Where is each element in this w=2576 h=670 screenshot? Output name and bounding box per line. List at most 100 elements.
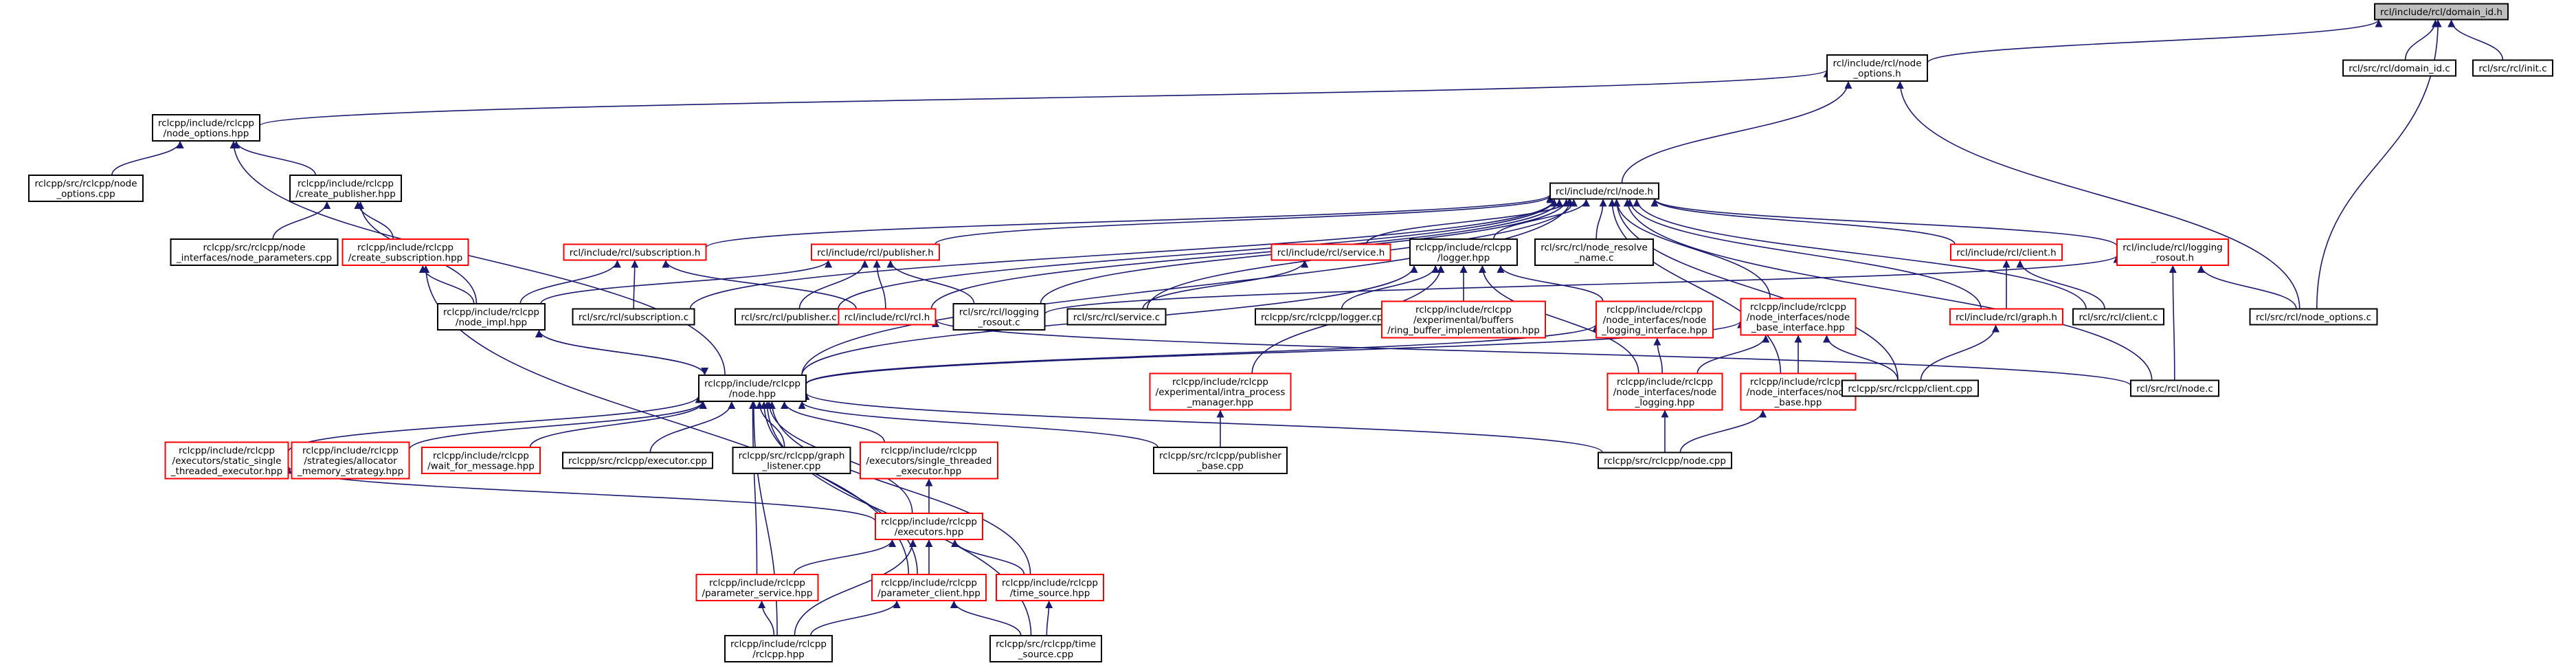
node-create-subscription-hpp[interactable]: rclcpp/include/rclcpp/create_subscriptio…	[341, 238, 469, 266]
node-label-line: rcl/include/rcl/client.h	[1956, 247, 2056, 258]
node-logger-cpp[interactable]: rclcpp/src/rclcpp/logger.cpp	[1255, 308, 1395, 326]
node-box	[1534, 238, 1654, 266]
node-box	[572, 308, 695, 326]
file-nodes: rcl/include/rcl/domain_id.h rcl/include/r…	[28, 3, 2553, 662]
node-node-options-h[interactable]: rcl/include/rcl/node_options.h	[1826, 54, 1928, 82]
node-box	[170, 238, 339, 266]
node-node-options-cpp[interactable]: rclcpp/src/rclcpp/node_options.cpp	[28, 175, 144, 202]
edge-node-base-interface-hpp-to-node-h	[1613, 199, 1771, 299]
node-service-h[interactable]: rcl/include/rcl/service.h	[1270, 243, 1391, 261]
edge-node-cpp-to-node-hpp	[802, 392, 1603, 453]
node-label-line: rclcpp/src/rclcpp/node.cpp	[1604, 456, 1726, 467]
edge-node-hpp-to-node-h	[801, 199, 1574, 376]
node-publisher-base-cpp[interactable]: rclcpp/src/rclcpp/publisher_base.cpp	[1153, 447, 1288, 474]
node-executors-hpp[interactable]: rclcpp/include/rclcpp/executors.hpp	[875, 513, 983, 540]
node-rcl-h[interactable]: rcl/include/rcl/rcl.h	[838, 308, 937, 326]
node-static-single-threaded-executor-hpp[interactable]: rclcpp/include/rclcpp/executors/static_s…	[164, 441, 289, 480]
node-label-line: rclcpp/include/rclcpp	[1172, 377, 1268, 388]
node-box	[1270, 243, 1391, 261]
edge-client-cpp-to-graph-h	[1920, 324, 2000, 381]
node-node-resolve-name-c[interactable]: rcl/src/rcl/node_resolve_name.c	[1534, 238, 1654, 266]
edge-client-c-to-node-h	[1633, 199, 2087, 309]
node-client-c[interactable]: rcl/src/rcl/client.c	[2072, 308, 2164, 326]
node-label-line: _listener.cpp	[762, 461, 821, 472]
node-ring-buffer-hpp[interactable]: rclcpp/include/rclcpp/experimental/buffe…	[1381, 300, 1546, 339]
node-rclcpp-hpp[interactable]: rclcpp/include/rclcpp/rclcpp.hpp	[724, 635, 833, 662]
node-node-logging-interface-hpp[interactable]: rclcpp/include/rclcpp/node_interfaces/no…	[1595, 300, 1714, 339]
node-box	[871, 574, 987, 601]
edge-service-c-to-service-h	[1142, 260, 1309, 309]
node-node-options-c[interactable]: rcl/src/rcl/node_options.c	[2249, 308, 2378, 326]
node-domain-id-h[interactable]: rcl/include/rcl/domain_id.h	[2374, 3, 2509, 21]
node-client-h[interactable]: rcl/include/rcl/client.h	[1950, 243, 2063, 261]
edge-arrow	[838, 199, 1558, 309]
node-parameter-service-hpp[interactable]: rclcpp/include/rclcpp/parameter_service.…	[695, 574, 819, 601]
node-create-publisher-hpp[interactable]: rclcpp/include/rclcpp/create_publisher.h…	[289, 175, 402, 202]
node-label-line: rclcpp/include/rclcpp	[881, 445, 977, 456]
edge-arrow	[2169, 265, 2177, 381]
edge-create-subscription-hpp-to-create-publisher-hpp	[354, 201, 394, 240]
node-graph-listener-cpp[interactable]: rclcpp/src/rclcpp/graph_listener.cpp	[732, 447, 851, 474]
node-label-line: /node_interfaces/node	[1603, 315, 1706, 326]
node-box	[28, 175, 144, 202]
node-logging-rosout-h[interactable]: rcl/include/rcl/logging_rosout.h	[2116, 238, 2229, 266]
node-label-line: rclcpp/include/rclcpp	[1415, 243, 1512, 254]
node-label-line: /experimental/buffers	[1413, 315, 1514, 326]
node-time-source-hpp[interactable]: rclcpp/include/rclcpp/time_source.hpp	[996, 574, 1104, 601]
node-subscription-c[interactable]: rcl/src/rcl/subscription.c	[572, 308, 695, 326]
node-node-parameters-cpp[interactable]: rclcpp/src/rclcpp/node_interfaces/node_p…	[170, 238, 339, 266]
node-label-line: rclcpp/include/rclcpp	[302, 445, 399, 456]
node-label-line: rclcpp/include/rclcpp	[881, 517, 977, 528]
node-node-cpp[interactable]: rclcpp/src/rclcpp/node.cpp	[1598, 451, 1732, 469]
node-node-base-hpp[interactable]: rclcpp/include/rclcpp/node_interfaces/no…	[1740, 372, 1857, 411]
node-time-source-cpp[interactable]: rclcpp/src/rclcpp/time_source.cpp	[989, 635, 1102, 662]
node-wait-for-message-hpp[interactable]: rclcpp/include/rclcpp/wait_for_message.h…	[421, 447, 541, 474]
node-label-line: /experimental/intra_process	[1156, 387, 1286, 398]
node-label-line: rcl/src/rcl/publisher.c	[741, 312, 836, 323]
node-init-c[interactable]: rcl/src/rcl/init.c	[2472, 59, 2553, 77]
node-logging-rosout-c[interactable]: rcl/src/rcl/logging_rosout.c	[952, 303, 1046, 331]
edge-rcl-h-to-subscription-h	[662, 260, 857, 309]
edge-node-options-h-to-domain-id-h	[1927, 19, 2383, 64]
edge-node-h-to-node-options-h	[1621, 80, 1852, 183]
edge-node-logging-hpp-to-node-logging-interface-hpp	[1653, 337, 1663, 374]
node-intra-process-manager-hpp[interactable]: rclcpp/include/rclcpp/experimental/intra…	[1149, 372, 1292, 411]
node-client-cpp[interactable]: rclcpp/src/rclcpp/client.cpp	[1841, 379, 1979, 397]
node-node-h[interactable]: rcl/include/rcl/node.h	[1549, 182, 1659, 200]
node-allocator-memory-strategy-hpp[interactable]: rclcpp/include/rclcpp/strategies/allocat…	[291, 441, 410, 480]
node-label-line: /node_interfaces/node	[1747, 387, 1850, 398]
node-label-line: /strategies/allocator	[304, 456, 397, 467]
node-logger-hpp[interactable]: rclcpp/include/rclcpp/logger.hpp	[1409, 238, 1518, 266]
edge-node-options-c-to-logging-rosout-h	[2197, 265, 2297, 309]
node-label-line: /node_options.hpp	[164, 129, 249, 139]
node-box	[1949, 308, 2063, 326]
node-node-c[interactable]: rcl/src/rcl/node.c	[2130, 379, 2219, 397]
node-single-threaded-executor-hpp[interactable]: rclcpp/include/rclcpp/executors/single_t…	[860, 441, 998, 480]
node-node-hpp[interactable]: rclcpp/include/rclcpp/node.hpp	[698, 375, 807, 402]
node-box	[875, 513, 983, 540]
node-graph-h[interactable]: rcl/include/rcl/graph.h	[1949, 308, 2063, 326]
node-label-line: _rosout.h	[2151, 253, 2194, 264]
node-domain-id-c[interactable]: rcl/src/rcl/domain_id.c	[2342, 59, 2456, 77]
node-box	[811, 243, 940, 261]
node-executor-cpp[interactable]: rclcpp/src/rclcpp/executor.cpp	[562, 451, 713, 469]
node-node-logging-hpp[interactable]: rclcpp/include/rclcpp/node_interfaces/no…	[1606, 372, 1723, 411]
node-label-line: rcl/src/rcl/node_resolve	[1541, 243, 1648, 254]
node-publisher-h[interactable]: rcl/include/rcl/publisher.h	[811, 243, 940, 261]
node-box	[2342, 59, 2456, 77]
node-publisher-c[interactable]: rcl/src/rcl/publisher.c	[735, 308, 843, 326]
node-label-line: rclcpp/src/rclcpp/graph	[739, 451, 845, 462]
node-node-base-interface-hpp[interactable]: rclcpp/include/rclcpp/node_interfaces/no…	[1740, 298, 1857, 336]
node-service-c[interactable]: rcl/src/rcl/service.c	[1066, 308, 1167, 326]
edge-arrow	[932, 319, 2131, 387]
edge-arrow	[1896, 80, 2300, 309]
node-box	[838, 308, 937, 326]
node-box	[724, 635, 833, 662]
node-subscription-h[interactable]: rcl/include/rcl/subscription.h	[563, 243, 707, 261]
node-parameter-client-hpp[interactable]: rclcpp/include/rclcpp/parameter_client.h…	[871, 574, 987, 601]
node-label-line: /executors/static_single	[172, 456, 282, 467]
edge-node-hpp-to-node-logging-interface-hpp	[805, 324, 1600, 385]
node-rclcpp-node-options-hpp[interactable]: rclcpp/include/rclcpp/node_options.hpp	[152, 114, 260, 142]
edge-logging-rosout-c-to-publisher-h	[886, 260, 975, 304]
node-node-impl-hpp[interactable]: rclcpp/include/rclcpp/node_impl.hpp	[437, 303, 546, 331]
